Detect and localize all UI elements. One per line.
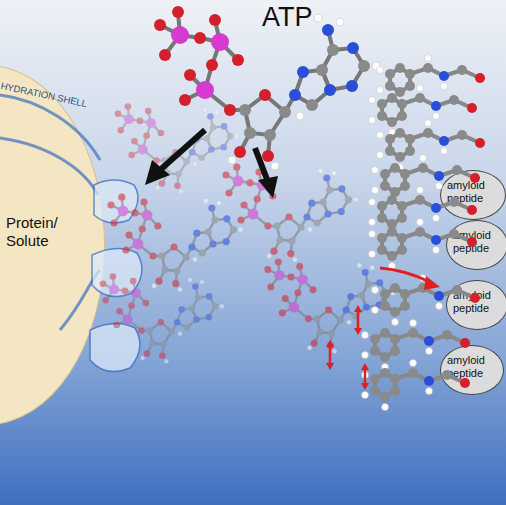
peptide-ellipse: amyloid peptide [446,220,506,270]
node-text: amyloid peptide [453,229,506,255]
peptide-ellipse: amyloid peptide [440,170,506,220]
peptide-ellipse: amyloid peptide [446,280,506,330]
node-text: Protein/ Solute [6,214,66,250]
node-text: amyloid peptide [447,354,503,380]
node-text: amyloid peptide [453,289,506,315]
peptide-ellipse: amyloid peptide [440,345,504,395]
molecule-title: ATP [262,2,313,33]
node-text: amyloid peptide [447,179,506,205]
protein-ellipse: Protein/ Solute [0,65,105,425]
